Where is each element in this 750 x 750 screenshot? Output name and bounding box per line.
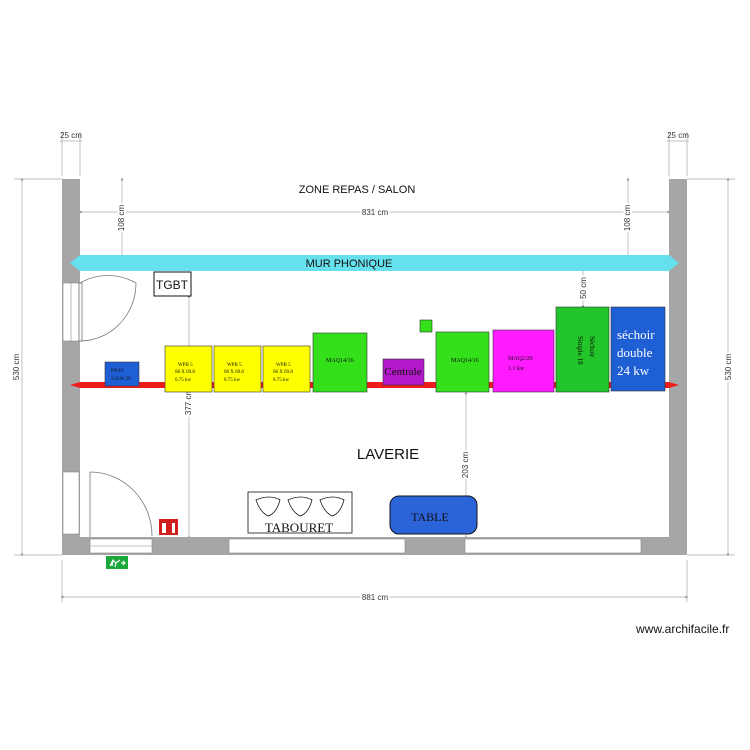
- equip-small-blue-l2: 2.5kW 20: [111, 377, 131, 382]
- equip-small-blue: [104, 361, 140, 387]
- tabouret-group: [247, 491, 353, 534]
- emergency-exit-icon: [106, 556, 128, 569]
- dim-depth-left: 377 cm: [184, 389, 193, 416]
- dim-gap-machine: 50 cm: [579, 277, 588, 299]
- watermark: www.archifacile.fr: [636, 622, 730, 636]
- equip-wpb-1-l3: 0.75 kw: [175, 378, 192, 383]
- equip-wpb-3-l1: WPB 5: [276, 363, 291, 368]
- equip-wpb-1: [164, 345, 213, 393]
- stool-icon: [287, 496, 313, 517]
- equip-sechoir-double-l3: 24 kw: [617, 363, 650, 378]
- stool-icon: [255, 496, 281, 517]
- dim-total-width: 881 cm: [362, 593, 389, 602]
- equip-maq-1-label: MAQ14/16: [326, 358, 354, 364]
- walls: [62, 179, 687, 555]
- table-label: TABLE: [411, 510, 449, 524]
- equip-wpb-3-l2: 68 X 69.8: [273, 370, 293, 375]
- dim-offset-left: 108 cm: [117, 205, 126, 232]
- equip-small-green: [419, 319, 433, 333]
- equip-wpb-1-l1: WPB 5: [178, 363, 193, 368]
- mur-phonique-label: MUR PHONIQUE: [306, 258, 393, 270]
- equip-sechoir-double-l1: séchoir: [617, 327, 655, 342]
- door-upper: [78, 275, 137, 342]
- equip-sechoir-double-l2: double: [617, 345, 653, 360]
- equip-maq-2-label: MAQ14/16: [451, 358, 479, 364]
- equip-sechoir-simple: [555, 306, 610, 393]
- stool-icon: [319, 496, 345, 517]
- dim-offset-right: 108 cm: [623, 205, 632, 232]
- fire-extinguisher-icon: [159, 519, 178, 535]
- dim-wall-left: 25 cm: [60, 131, 82, 140]
- wall-left: [62, 179, 80, 555]
- tgbt-box: [153, 271, 192, 297]
- equip-wpb-2-l3: 0.75 kw: [224, 378, 241, 383]
- equip-wpb-2-l1: WPB 5: [227, 363, 242, 368]
- dim-depth-center: 203 cm: [461, 452, 470, 479]
- dim-wall-right: 25 cm: [667, 131, 689, 140]
- equip-wpb-3: [262, 345, 311, 393]
- table-shape: [389, 495, 478, 535]
- equip-wpb-3-l3: 0.75 kw: [273, 378, 290, 383]
- room-label-laverie: LAVERIE: [357, 446, 419, 463]
- equip-maq-3-l1: MAQ2/20: [508, 356, 533, 362]
- zone-top-label: ZONE REPAS / SALON: [299, 184, 416, 196]
- door-lower: [89, 471, 153, 537]
- equip-wpb-1-l2: 68 X 69.8: [175, 370, 195, 375]
- equip-maq-2: [435, 331, 490, 393]
- equip-maq-3-l2: 1.1 kw: [508, 366, 525, 372]
- equip-sechoir-simple-l2: Simple 18: [576, 336, 584, 365]
- equip-sechoir-simple-l1: Séchoir: [588, 336, 596, 358]
- equip-small-blue-l1: PN/PI: [111, 369, 124, 374]
- wall-right: [669, 179, 687, 555]
- equip-maq-1: [312, 332, 368, 393]
- tgbt-label: TGBT: [156, 278, 189, 292]
- equip-wpb-2: [213, 345, 262, 393]
- equip-centrale: [382, 358, 425, 386]
- equip-maq-3: [492, 329, 555, 393]
- dim-height-right: 530 cm: [724, 354, 733, 381]
- equip-wpb-2-l2: 68 X 69.8: [224, 370, 244, 375]
- equip-centrale-label: Centrale: [384, 366, 421, 378]
- dim-inner-width: 831 cm: [362, 208, 389, 217]
- tabouret-label: TABOURET: [265, 520, 333, 535]
- dimension-lines: [14, 132, 735, 602]
- equip-sechoir-double: [610, 306, 666, 392]
- dim-height-left: 530 cm: [12, 354, 21, 381]
- mur-phonique: [70, 255, 679, 271]
